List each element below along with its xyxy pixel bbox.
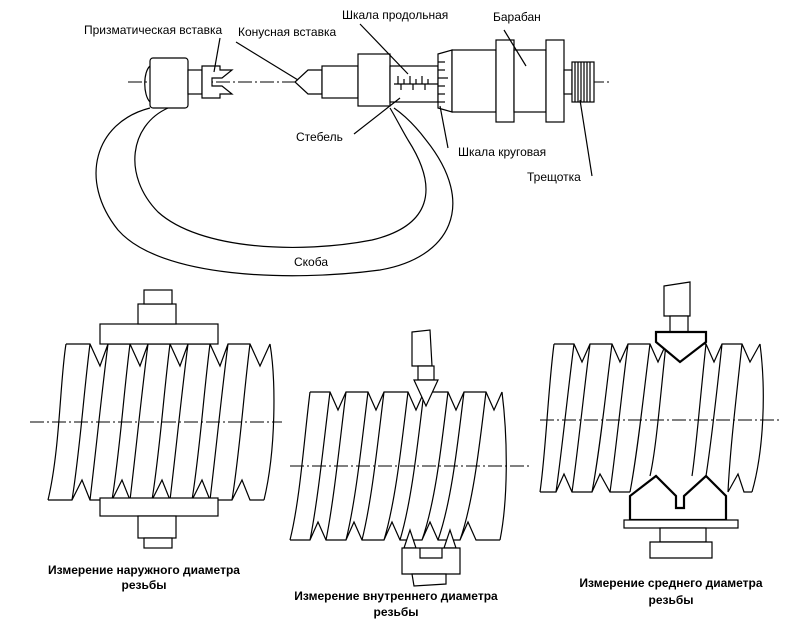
anvil-back xyxy=(144,65,151,103)
inner-bottom-cone-right xyxy=(443,528,457,549)
middle-bottom-spindle xyxy=(659,527,707,543)
stem-collar xyxy=(357,53,391,107)
caption-inner-line1: Измерение внутреннего диаметра xyxy=(294,589,498,603)
label-longitudinal-scale: Шкала продольная xyxy=(342,8,448,22)
caption-outer-line1: Измерение наружного диаметра xyxy=(48,563,240,577)
inner-diameter-view: Измерение внутреннего диаметра резьбы xyxy=(289,329,530,619)
middle-top-prism xyxy=(654,330,708,364)
outer-top-spindle xyxy=(137,303,177,325)
caption-inner-line2: резьбы xyxy=(373,605,418,619)
inner-top-cone xyxy=(413,379,439,408)
middle-top-neck xyxy=(669,315,689,333)
middle-bottom-shaft xyxy=(649,541,713,559)
label-frame: Скоба xyxy=(294,255,328,269)
outer-bottom-anvil xyxy=(99,497,219,517)
label-drum: Барабан xyxy=(493,10,541,24)
outer-diameter-view: Измерение наружного диаметра резьбы xyxy=(30,289,282,592)
caption-outer-line2: резьбы xyxy=(121,578,166,592)
middle-bottom-base xyxy=(623,519,739,529)
outer-bottom-shaft xyxy=(143,537,173,549)
middle-bottom-prism xyxy=(628,474,728,522)
label-circular-scale: Шкала круговая xyxy=(458,145,546,159)
anvil xyxy=(149,57,189,109)
thread-body-outer xyxy=(47,343,275,501)
outer-bottom-spindle xyxy=(137,515,177,539)
inner-bottom-cone-left xyxy=(403,528,417,549)
inner-bottom-prism xyxy=(401,547,461,575)
drum-bevel xyxy=(437,49,453,113)
caption-middle-line2: резьбы xyxy=(648,593,693,607)
middle-diameter-view: Измерение среднего диаметра резьбы xyxy=(539,281,780,607)
label-ratchet: Трещотка xyxy=(527,170,581,184)
micrometer-frame xyxy=(95,107,454,277)
drum-body xyxy=(451,49,497,113)
longitudinal-scale-ticks xyxy=(394,76,438,90)
outer-top-shaft xyxy=(143,289,173,305)
drum-tail xyxy=(513,49,547,113)
drum-ring-2 xyxy=(545,39,565,123)
label-prismatic-insert: Призматическая вставка xyxy=(84,23,222,37)
ratchet-neck xyxy=(563,69,573,95)
spindle xyxy=(321,65,359,99)
inner-bottom-shaft xyxy=(411,573,447,587)
leader-lines xyxy=(213,23,593,177)
inner-top-neck xyxy=(417,365,435,381)
middle-top-spindle xyxy=(663,281,691,317)
outer-top-anvil xyxy=(99,323,219,345)
inner-top-spindle xyxy=(411,329,433,367)
micrometer: Призматическая вставка Конусная вставка … xyxy=(84,8,612,277)
label-stem: Стебель xyxy=(296,130,343,144)
micrometer-frame-inner xyxy=(134,107,427,248)
ratchet xyxy=(571,61,595,103)
cone-insert xyxy=(294,69,323,95)
thread-body-inner xyxy=(289,391,507,541)
prismatic-insert xyxy=(201,65,234,99)
thread-body-middle xyxy=(539,343,764,493)
circular-scale-ticks xyxy=(438,61,448,103)
anvil-neck xyxy=(187,69,203,95)
drum-ring xyxy=(495,39,515,123)
caption-middle-line1: Измерение среднего диаметра xyxy=(579,576,762,590)
label-cone-insert: Конусная вставка xyxy=(238,25,336,39)
